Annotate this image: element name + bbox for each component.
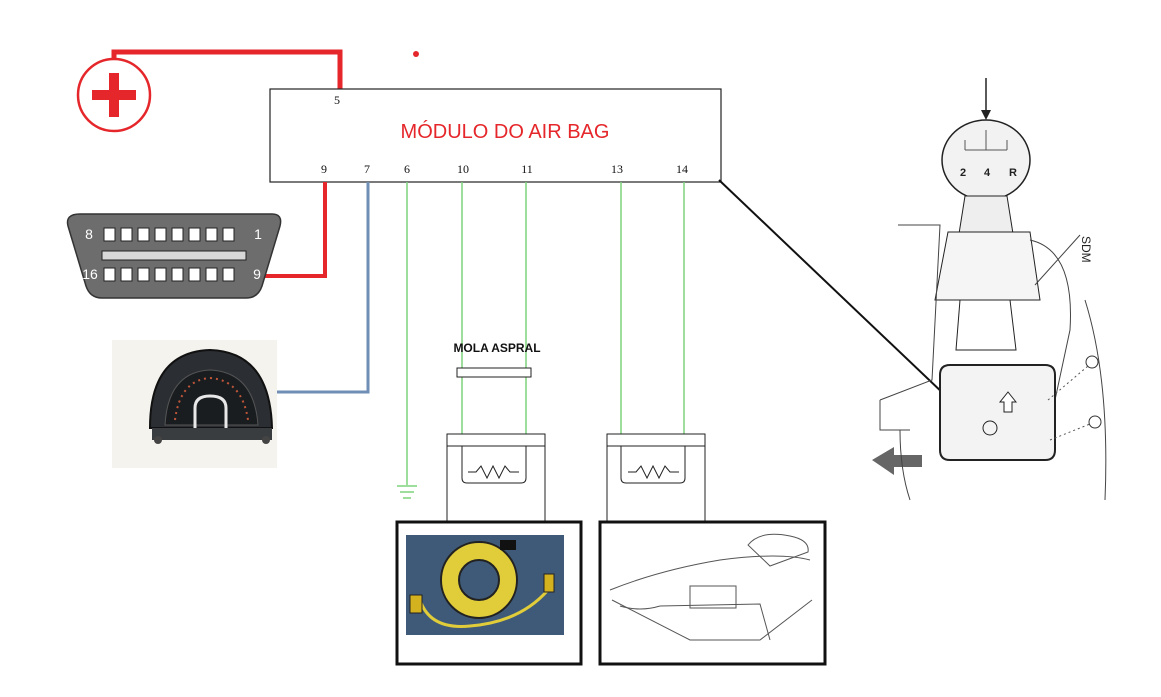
power-wire: [111, 49, 343, 90]
link-module-sdm: [718, 179, 947, 397]
pin-6-label: 6: [404, 162, 410, 176]
resistor-icon: [620, 446, 686, 484]
ground-icon: [397, 485, 417, 499]
module-title: MÓDULO DO AIR BAG: [401, 120, 610, 143]
clockspring-photo-panel: [395, 520, 583, 666]
mola-aspral-component: [456, 367, 532, 378]
wire-pin7-cluster: [272, 182, 370, 394]
pin-13-label: 13: [611, 162, 623, 176]
mola-aspral-label: MOLA ASPRAL: [453, 341, 540, 355]
resistor-icon: [461, 446, 527, 484]
obd-pin-16-label: 16: [82, 266, 98, 282]
pin-7-label: 7: [364, 162, 370, 176]
pin-11-label: 11: [521, 162, 533, 176]
gear-4-label: 4: [984, 167, 991, 179]
sdm-label: SDM: [1079, 236, 1093, 263]
dashboard-drawing-icon: [609, 533, 813, 641]
gear-r-label: R: [1009, 167, 1017, 179]
airbag-module-box: [269, 88, 722, 183]
obd-connector-icon: 8 1 16 9: [66, 213, 282, 299]
gear-2-label: 2: [960, 167, 966, 179]
driver-airbag-connector: [446, 433, 546, 523]
pin-9-label: 9: [321, 162, 327, 176]
dashboard-drawing-panel: [598, 520, 827, 666]
wire-pin9-obd: [248, 182, 327, 278]
sdm-unit: [939, 364, 1056, 461]
pin-5-label: 5: [334, 93, 340, 107]
airbag-module: MÓDULO DO AIR BAG 5 9 7 6 10 11 13 14: [269, 88, 722, 183]
passenger-airbag-connector: [606, 433, 706, 523]
obd-pin-1-label: 1: [254, 226, 262, 242]
obd-pin-9-label: 9: [253, 266, 261, 282]
gear-shifter-drawing-icon: 2 4 R SDM: [872, 78, 1107, 501]
instrument-cluster-icon: [112, 340, 277, 468]
pin-14-label: 14: [676, 162, 688, 176]
red-dot: [413, 51, 419, 57]
pin-10-label: 10: [457, 162, 469, 176]
obd-pin-8-label: 8: [85, 226, 93, 242]
power-source: [76, 57, 152, 133]
